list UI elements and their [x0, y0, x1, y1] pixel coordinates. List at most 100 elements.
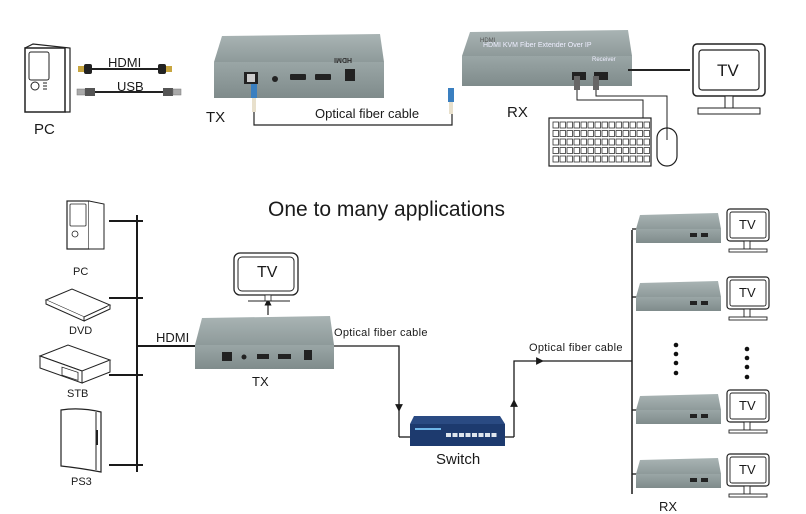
rx-label-bottom: RX — [659, 499, 678, 514]
switch-port — [452, 433, 458, 437]
pc-label: PC — [34, 121, 55, 138]
keyboard-key — [622, 155, 629, 163]
keyboard-key — [636, 130, 643, 137]
keyboard-key — [573, 147, 580, 154]
keyboard-key — [573, 138, 580, 146]
keyboard-key — [629, 138, 636, 146]
ps3-console-icon — [60, 408, 102, 473]
switch-port — [491, 433, 497, 437]
pc-tower-icon — [24, 43, 71, 113]
fiber-line-tx-to-switch — [334, 345, 403, 412]
keyboard-key — [580, 138, 587, 146]
keyboard-key — [636, 121, 643, 129]
fiber-connector-rx-icon — [448, 88, 454, 114]
source-label-dvd: DVD — [69, 325, 93, 337]
mouse-icon — [656, 127, 678, 167]
keyboard-key — [601, 155, 608, 163]
source-label-pc: PC — [73, 266, 89, 278]
tv-icon-local — [233, 252, 299, 302]
fiber-label-left: Optical fiber cable — [334, 327, 428, 339]
keyboard-key — [587, 130, 594, 137]
keyboard-key — [573, 155, 580, 163]
pc-source-icon — [66, 200, 105, 250]
keyboard-key — [552, 138, 559, 146]
keyboard-key — [601, 138, 608, 146]
tx-label: TX — [206, 109, 226, 126]
dvd-player-icon — [44, 288, 112, 322]
keyboard-key — [622, 138, 629, 146]
switch-label: Switch — [436, 451, 481, 468]
source-label-stb: STB — [67, 388, 89, 400]
keyboard-key — [608, 121, 615, 129]
keyboard-key — [587, 138, 594, 146]
keyboard-key — [559, 155, 566, 163]
keyboard-key — [643, 121, 650, 129]
tx-extender-device-bottom — [195, 316, 334, 369]
keyboard-key — [622, 130, 629, 137]
keyboard-key — [629, 121, 636, 129]
keyboard-key — [559, 138, 566, 146]
keyboard-key — [615, 138, 622, 146]
keyboard-key — [552, 147, 559, 154]
keyboard-key — [601, 130, 608, 137]
keyboard-key — [643, 147, 650, 154]
fiber-line-switch-to-rx — [513, 357, 544, 403]
tv-label-rx: TV — [739, 285, 756, 300]
keyboard-key — [601, 121, 608, 129]
keyboard-key — [629, 155, 636, 163]
keyboard-key — [608, 155, 615, 163]
keyboard-key — [552, 130, 559, 137]
svg-text:HDMI: HDMI — [334, 56, 352, 63]
rx-receiver-unit — [632, 389, 770, 434]
keyboard-key — [622, 147, 629, 154]
keyboard-key — [552, 155, 559, 163]
network-switch-icon — [410, 416, 505, 446]
keyboard-key — [629, 130, 636, 137]
hdmi-label-bottom: HDMI — [156, 330, 190, 345]
tv-label-rx: TV — [739, 398, 756, 413]
tx-label-bottom: TX — [252, 374, 269, 389]
tx-extender-device: HDMI — [214, 34, 384, 98]
keyboard-key — [643, 155, 650, 163]
fiber-connector-tx-icon — [251, 84, 257, 112]
fiber-label-right: Optical fiber cable — [529, 342, 623, 354]
keyboard-key — [573, 121, 580, 129]
switch-port — [485, 433, 490, 437]
keyboard-key — [594, 121, 601, 129]
keyboard-key — [580, 130, 587, 137]
keyboard-key — [615, 121, 622, 129]
usb-cable-label: USB — [117, 79, 144, 94]
keyboard-key — [587, 147, 594, 154]
rx-receiver-unit — [632, 208, 770, 253]
tv-icon-top — [692, 43, 766, 115]
switch-port — [446, 433, 451, 437]
switch-port — [472, 433, 477, 437]
tv-label-local: TV — [257, 264, 278, 281]
keyboard-key — [615, 130, 622, 137]
keyboard-key — [622, 121, 629, 129]
keyboard-key — [566, 138, 573, 146]
tv-label-rx: TV — [739, 217, 756, 232]
keyboard-icon — [548, 117, 652, 167]
keyboard-key — [643, 130, 650, 137]
keyboard-key — [573, 130, 580, 137]
keyboard-key — [552, 121, 559, 129]
keyboard-key — [608, 147, 615, 154]
keyboard-key — [587, 121, 594, 129]
keyboard-key — [566, 147, 573, 154]
keyboard-key — [615, 155, 622, 163]
tv-label-top: TV — [717, 61, 739, 80]
switch-port — [465, 433, 471, 437]
rx-receiver-unit — [632, 276, 770, 321]
set-top-box-icon — [38, 344, 112, 384]
keyboard-key — [608, 138, 615, 146]
keyboard-key — [636, 147, 643, 154]
source-bus — [109, 215, 196, 472]
keyboard-key — [601, 147, 608, 154]
page-title: One to many applications — [268, 198, 505, 221]
keyboard-key — [566, 121, 573, 129]
source-label-ps3: PS3 — [71, 476, 92, 488]
switch-port — [478, 433, 484, 437]
keyboard-key — [580, 147, 587, 154]
keyboard-key — [608, 130, 615, 137]
